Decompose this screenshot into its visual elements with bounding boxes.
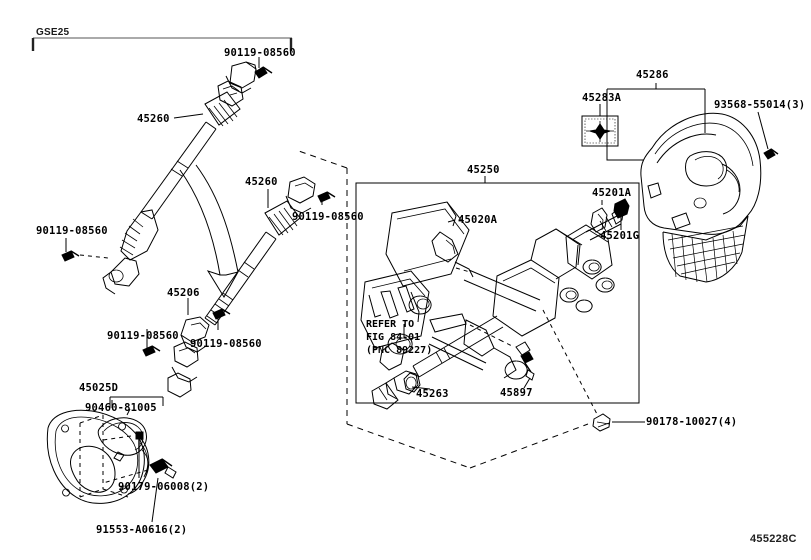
assembly-dashed-boundary: [295, 149, 589, 469]
part-label-90119-08560-b: 90119-08560: [292, 211, 364, 223]
part-label-90119-08560-c: 90119-08560: [36, 225, 108, 237]
part-label-45250: 45250: [467, 164, 500, 176]
part-label-90179-06008: 90179-06008(2): [118, 481, 210, 493]
part-label-45201G: 45201G: [600, 230, 640, 242]
model-bracket: [31, 37, 293, 51]
part-45260-upper-shaft: [102, 57, 273, 295]
part-45260-lower-shaft: [142, 176, 336, 398]
part-label-45206: 45206: [167, 287, 200, 299]
part-45286-column-cover: [606, 83, 779, 283]
part-label-45260-lower: 45260: [245, 176, 278, 188]
assembly-direction-arrow: [179, 164, 240, 298]
part-label-45283A: 45283A: [582, 92, 622, 104]
part-label-91553-A0616: 91553-A0616(2): [96, 524, 188, 536]
part-label-93568-55014: 93568-55014(3): [714, 99, 806, 111]
part-label-45020A: 45020A: [458, 214, 498, 226]
part-label-45260-upper: 45260: [137, 113, 170, 125]
part-label-45263: 45263: [416, 388, 449, 400]
part-45250-column-box: [355, 176, 640, 404]
steering-column-assembly: [360, 198, 645, 432]
model-code-label: GSE25: [36, 27, 70, 38]
part-label-90119-08560-e: 90119-08560: [107, 330, 179, 342]
part-label-90119-08560-d: 90119-08560: [190, 338, 262, 350]
part-45025D-hole-cover: [46, 396, 177, 523]
part-label-45286: 45286: [636, 69, 669, 81]
part-label-90178-10027: 90178-10027(4): [646, 416, 738, 428]
part-label-45025D: 45025D: [79, 382, 119, 394]
part-label-90119-08560-a: 90119-08560: [224, 47, 296, 59]
part-label-45897: 45897: [500, 387, 533, 399]
part-90119-08560-left: [61, 238, 109, 262]
part-label-45201A: 45201A: [592, 187, 632, 199]
refer-to-note: REFER TO FIG 84-01 (PNC 89227): [366, 319, 433, 356]
part-45283A-detail: [581, 104, 619, 147]
part-label-90460-81005: 90460-81005: [85, 402, 157, 414]
figure-code-watermark: 455228C: [750, 533, 797, 545]
